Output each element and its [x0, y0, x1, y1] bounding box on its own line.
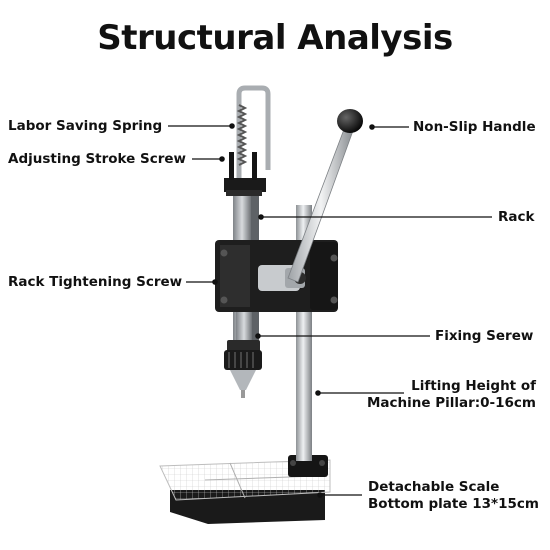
label-labor-saving-spring: Labor Saving Spring	[8, 118, 163, 134]
page-title: Structural Analysis	[97, 18, 453, 58]
label-rack-tightening-screw: Rack Tightening Screw	[8, 274, 183, 290]
callout-lines	[168, 123, 492, 498]
label-lifting-height-line1: Lifting Height of	[411, 378, 536, 394]
drill-chuck	[224, 312, 262, 398]
label-fixing-screw: Fixing Serew	[435, 328, 534, 344]
label-adjusting-stroke-screw: Adjusting Stroke Screw	[8, 151, 187, 167]
label-lifting-height-line2: Machine Pillar:0-16cm	[366, 395, 536, 411]
base-plate	[159, 459, 331, 524]
label-scale-line2: Bottom plate 13*15cm	[368, 496, 539, 512]
label-lifting-height: Lifting Height of Machine Pillar:0-16cm	[367, 378, 536, 412]
non-slip-handle	[287, 109, 363, 283]
label-non-slip-handle: Non-Slip Handle	[413, 119, 536, 135]
labor-saving-spring	[236, 85, 271, 185]
label-scale-line1: Detachable Scale	[368, 479, 500, 495]
stroke-adjust-bracket	[224, 152, 266, 196]
label-detachable-scale: Detachable Scale Bottom plate 13*15cm	[368, 479, 539, 513]
label-rack: Rack	[498, 209, 535, 225]
